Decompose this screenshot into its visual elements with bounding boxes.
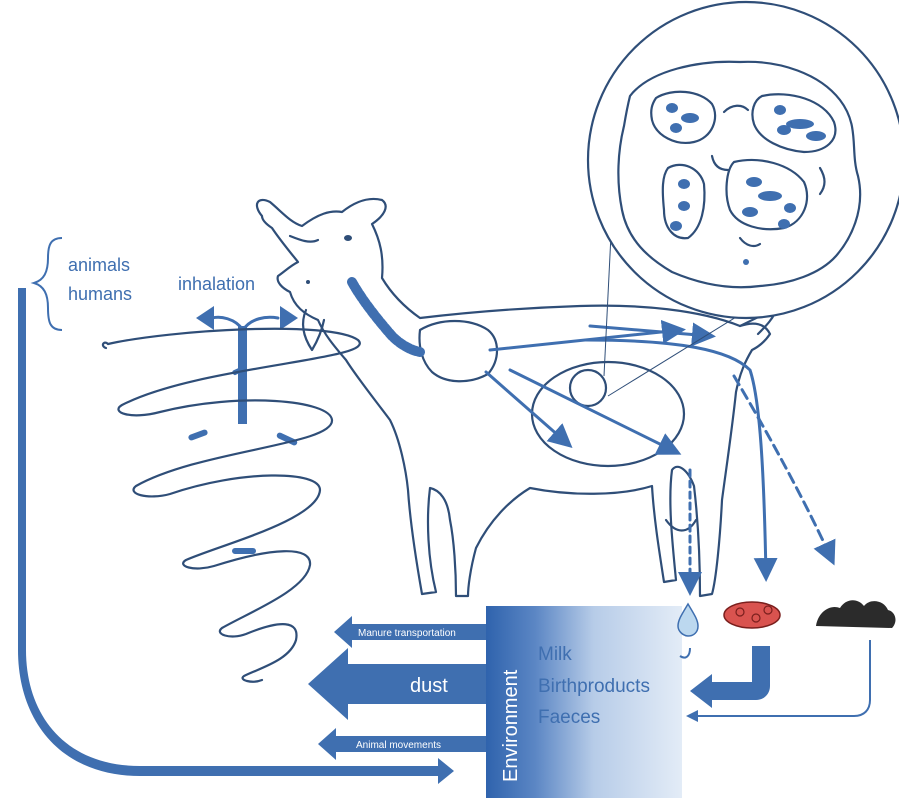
dust-arrow [308, 648, 486, 720]
birthproducts-arrow [690, 646, 770, 708]
brace [34, 238, 62, 330]
animal-movements-label: Animal movements [356, 740, 441, 751]
humans-label: humans [68, 284, 132, 304]
faeces-icon [816, 600, 895, 628]
placenta-icon [724, 602, 780, 628]
particle [232, 548, 256, 554]
particle [188, 429, 209, 441]
long-return-arrow [18, 288, 454, 784]
animals-label: animals [68, 255, 130, 275]
inhalation-label: inhalation [178, 274, 255, 294]
manure-transport-label: Manure transportation [358, 628, 456, 639]
dust-label: dust [410, 675, 448, 697]
tissue-magnifier [588, 2, 899, 396]
faeces-arrow [690, 640, 870, 716]
trachea [352, 282, 420, 352]
faeces-label: Faeces [538, 707, 600, 728]
environment-label: Environment [500, 669, 522, 782]
birthproducts-label: Birthproducts [538, 676, 650, 697]
milk-label: Milk [538, 644, 572, 665]
dust-swirl [108, 329, 360, 682]
